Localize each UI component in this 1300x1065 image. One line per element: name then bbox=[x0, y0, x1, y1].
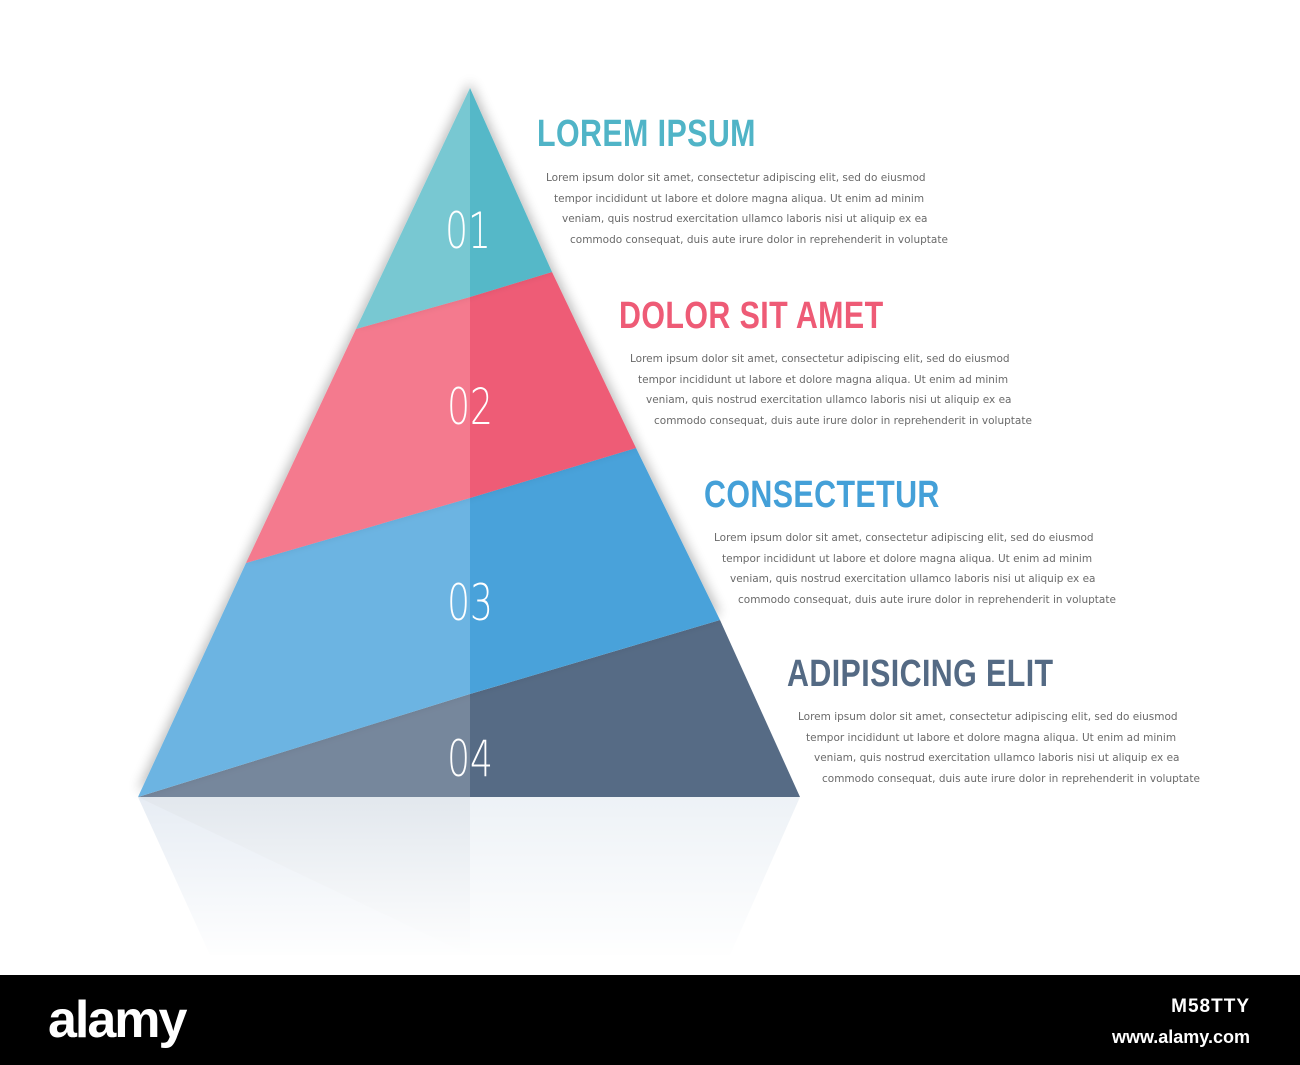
description-line: veniam, quis nostrud exercitation ullamc… bbox=[562, 213, 928, 225]
level-2-description: Lorem ipsum dolor sit amet, consectetur … bbox=[630, 349, 1032, 431]
description-line: veniam, quis nostrud exercitation ullamc… bbox=[646, 394, 1012, 406]
level-1-description: Lorem ipsum dolor sit amet, consectetur … bbox=[546, 168, 948, 250]
pyramid-diagram: 01 02 03 04 bbox=[130, 88, 810, 962]
level-4-title: ADIPISICING ELIT bbox=[787, 653, 1054, 695]
pyramid-level-1 bbox=[356, 88, 552, 329]
description-line: tempor incididunt ut labore et dolore ma… bbox=[722, 552, 1093, 565]
level-3-description: Lorem ipsum dolor sit amet, consectetur … bbox=[714, 528, 1116, 610]
level-1-right bbox=[470, 88, 552, 297]
level-3-title: CONSECTETUR bbox=[704, 474, 940, 516]
description-line: tempor incididunt ut labore et dolore ma… bbox=[638, 373, 1009, 386]
level-3-left bbox=[138, 498, 470, 797]
description-line: commodo consequat, duis aute irure dolor… bbox=[822, 772, 1200, 785]
level-1-left bbox=[356, 88, 470, 329]
description-line: veniam, quis nostrud exercitation ullamc… bbox=[730, 573, 1096, 585]
description-line: commodo consequat, duis aute irure dolor… bbox=[570, 233, 948, 246]
watermark-bar bbox=[0, 975, 1300, 1065]
level-4-description: Lorem ipsum dolor sit amet, consectetur … bbox=[798, 707, 1200, 789]
description-line: commodo consequat, duis aute irure dolor… bbox=[654, 414, 1032, 427]
pyramid-reflection bbox=[130, 797, 810, 962]
description-line: tempor incididunt ut labore et dolore ma… bbox=[806, 731, 1177, 744]
level-1-number: 01 bbox=[445, 203, 491, 260]
description-line: veniam, quis nostrud exercitation ullamc… bbox=[814, 752, 1180, 764]
description-line: tempor incididunt ut labore et dolore ma… bbox=[554, 192, 925, 205]
description-line: Lorem ipsum dolor sit amet, consectetur … bbox=[546, 172, 926, 184]
level-1-title: LOREM IPSUM bbox=[537, 113, 756, 155]
description-line: Lorem ipsum dolor sit amet, consectetur … bbox=[798, 711, 1178, 723]
pyramid-level-2 bbox=[246, 272, 636, 563]
description-line: Lorem ipsum dolor sit amet, consectetur … bbox=[630, 353, 1010, 365]
level-4-right bbox=[470, 620, 800, 797]
level-2-right bbox=[470, 272, 636, 498]
pyramid-level-3 bbox=[138, 448, 720, 797]
level-4-number: 04 bbox=[447, 731, 493, 788]
site-url: www.alamy.com bbox=[1111, 1027, 1250, 1047]
level-3-number: 03 bbox=[447, 575, 493, 632]
level-2-left bbox=[246, 297, 470, 563]
level-3-right bbox=[470, 448, 720, 694]
alamy-logo: alamy bbox=[48, 991, 187, 1049]
image-id: M58TTY bbox=[1171, 996, 1250, 1017]
description-line: Lorem ipsum dolor sit amet, consectetur … bbox=[714, 532, 1094, 544]
level-2-number: 02 bbox=[447, 379, 493, 436]
level-2-title: DOLOR SIT AMET bbox=[619, 295, 884, 337]
description-line: commodo consequat, duis aute irure dolor… bbox=[738, 593, 1116, 606]
